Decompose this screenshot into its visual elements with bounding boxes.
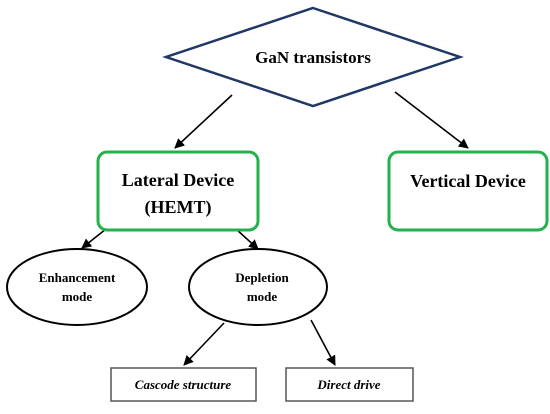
enhancement-mode-node bbox=[6, 248, 148, 326]
depletion-mode-label-line1: Depletion bbox=[235, 270, 289, 285]
direct-drive-label: Direct drive bbox=[316, 377, 380, 392]
arrow-root-to-vertical bbox=[394, 91, 469, 149]
depletion-mode-label-line2: mode bbox=[247, 289, 278, 304]
lateral-device-node bbox=[96, 150, 260, 232]
vertical-device-node bbox=[387, 150, 549, 232]
enhancement-mode-label-line2: mode bbox=[62, 289, 93, 304]
arrow-root-to-lateral bbox=[174, 94, 233, 149]
arrow-depletion-to-direct bbox=[310, 319, 336, 366]
root-diamond-node bbox=[162, 6, 464, 108]
direct-drive-node bbox=[285, 367, 414, 402]
enhancement-mode-label-line1: Enhancement bbox=[39, 270, 116, 285]
arrow-lateral-to-enhancement bbox=[81, 228, 107, 249]
lateral-device-label-line1: Lateral Device bbox=[122, 170, 234, 190]
depletion-mode-node bbox=[188, 248, 328, 326]
lateral-device-label-line2: (HEMT) bbox=[145, 197, 212, 218]
cascode-structure-node bbox=[110, 367, 257, 402]
root-node-label: GaN transistors bbox=[255, 48, 371, 67]
cascode-structure-label: Cascode structure bbox=[135, 377, 232, 392]
vertical-device-label: Vertical Device bbox=[410, 171, 526, 191]
arrow-lateral-to-depletion bbox=[235, 228, 259, 250]
arrow-depletion-to-cascode bbox=[183, 322, 225, 366]
